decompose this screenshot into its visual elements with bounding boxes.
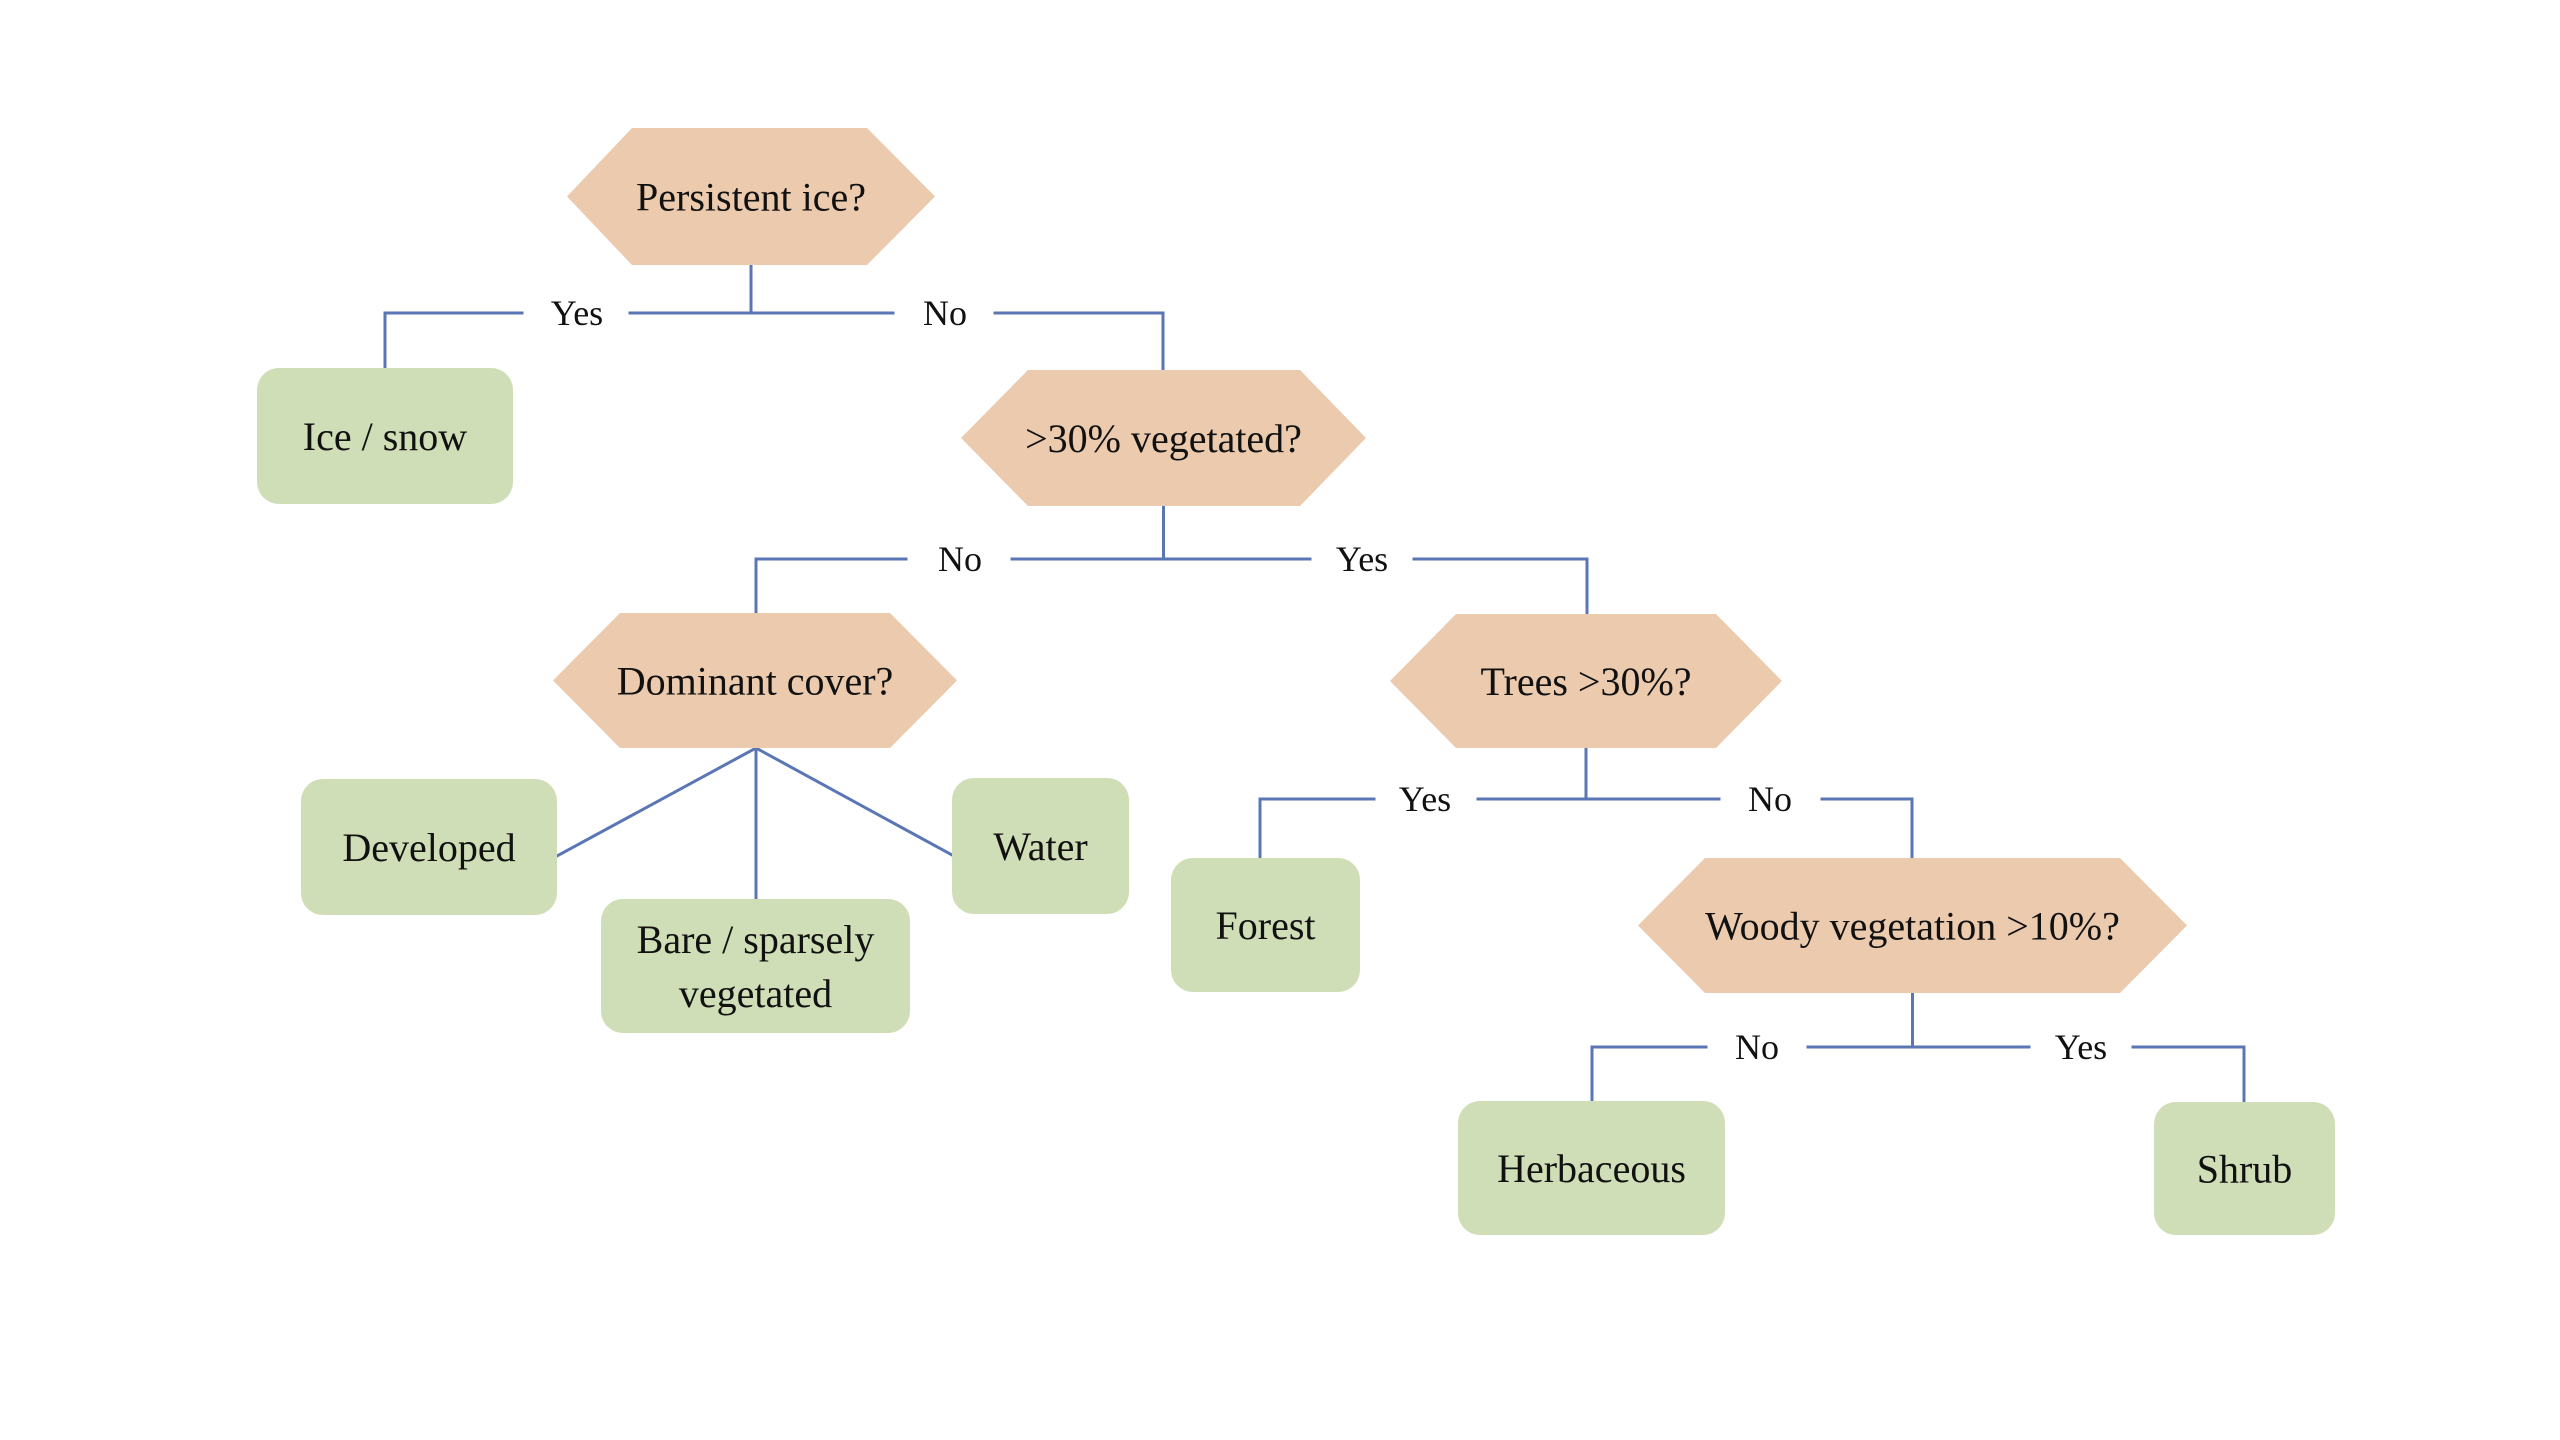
edge-label-yes: Yes bbox=[2055, 1027, 2107, 1067]
decision-hexagon bbox=[1390, 614, 1782, 748]
node-label: Shrub bbox=[2197, 1147, 2293, 1192]
leaf-node-leaf-forest: Forest bbox=[1171, 858, 1360, 992]
edge-label-yes: Yes bbox=[551, 293, 603, 333]
decision-hexagon bbox=[567, 128, 935, 265]
edge-label-no: No bbox=[1735, 1027, 1779, 1067]
node-label: Bare / sparsely bbox=[637, 917, 875, 962]
node-label: vegetated bbox=[679, 971, 832, 1016]
leaf-box bbox=[1171, 858, 1360, 992]
decision-node-q-woody: Woody vegetation >10%? bbox=[1638, 858, 2187, 993]
edge-q-trees-to-q-woody bbox=[1584, 746, 1914, 860]
edge-label-yes: Yes bbox=[1399, 779, 1451, 819]
nodes: Persistent ice? Ice / snow >30% vegetated?… bbox=[257, 128, 2335, 1235]
decision-hexagon bbox=[961, 370, 1366, 506]
leaf-box bbox=[952, 778, 1129, 914]
edge-q-dominant-to-leaf-water bbox=[753, 745, 955, 858]
leaf-node-leaf-water: Water bbox=[952, 778, 1129, 914]
leaf-node-leaf-ice: Ice / snow bbox=[257, 368, 513, 504]
edge-label-no: No bbox=[938, 539, 982, 579]
node-label: Ice / snow bbox=[303, 414, 468, 459]
decision-hexagon bbox=[553, 613, 957, 748]
node-label: Dominant cover? bbox=[617, 659, 894, 704]
decision-node-q-trees: Trees >30%? bbox=[1390, 614, 1782, 748]
node-label: Woody vegetation >10%? bbox=[1705, 904, 2120, 949]
node-label: >30% vegetated? bbox=[1025, 416, 1302, 461]
leaf-box bbox=[601, 899, 910, 1033]
leaf-node-leaf-herbaceous: Herbaceous bbox=[1458, 1101, 1725, 1235]
leaf-node-leaf-bare: Bare / sparsely vegetated bbox=[601, 899, 910, 1033]
edge-q-dominant-to-leaf-developed bbox=[554, 745, 759, 859]
edge-q-woody-to-leaf-shrub bbox=[1911, 991, 2246, 1104]
leaf-box bbox=[1458, 1101, 1725, 1235]
edge-label-no: No bbox=[923, 293, 967, 333]
decision-hexagon bbox=[1638, 858, 2187, 993]
decision-node-q-veg: >30% vegetated? bbox=[961, 370, 1366, 506]
connector-line bbox=[554, 745, 759, 859]
node-label: Forest bbox=[1216, 903, 1316, 948]
node-label: Water bbox=[993, 824, 1088, 869]
decision-node-q-ice: Persistent ice? bbox=[567, 128, 935, 265]
node-label: Developed bbox=[342, 825, 515, 870]
leaf-box bbox=[257, 368, 513, 504]
leaf-node-leaf-shrub: Shrub bbox=[2154, 1102, 2335, 1235]
edge-q-ice-to-q-veg bbox=[749, 263, 1165, 372]
connector-line bbox=[753, 745, 955, 858]
edge-label-no: No bbox=[1748, 779, 1792, 819]
decision-node-q-dominant: Dominant cover? bbox=[553, 613, 957, 748]
leaf-node-leaf-developed: Developed bbox=[301, 779, 557, 915]
leaf-box bbox=[301, 779, 557, 915]
node-label: Trees >30%? bbox=[1480, 659, 1691, 704]
node-label: Persistent ice? bbox=[636, 175, 866, 220]
edge-label-yes: Yes bbox=[1336, 539, 1388, 579]
leaf-box bbox=[2154, 1102, 2335, 1235]
edge-q-veg-to-q-trees bbox=[1162, 504, 1589, 616]
node-label: Herbaceous bbox=[1497, 1146, 1686, 1191]
connectors bbox=[383, 263, 2246, 1104]
